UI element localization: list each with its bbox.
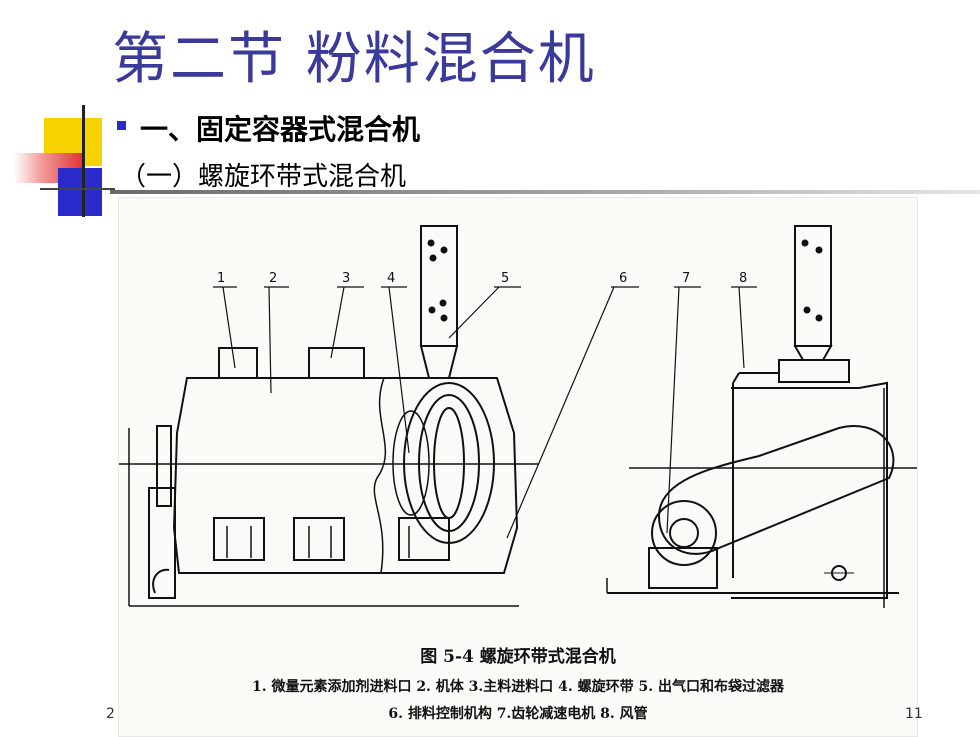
mixer-side-view bbox=[606, 225, 917, 608]
mixer-figure: 1 2 3 4 5 6 7 8 图 5-4 螺旋环带式混合机 1. 微量元素添加… bbox=[118, 197, 918, 737]
decor-blue-square bbox=[58, 168, 102, 216]
bullet-icon bbox=[117, 121, 126, 130]
callout-numbers: 1 2 3 4 5 6 7 8 bbox=[217, 271, 747, 286]
mixer-drawing: 1 2 3 4 5 6 7 8 bbox=[119, 225, 917, 608]
footer-date-fragment: 2 bbox=[106, 706, 115, 722]
callout-7: 7 bbox=[682, 271, 690, 286]
decor-horizontal-line bbox=[40, 188, 115, 190]
mixer-front-view bbox=[119, 225, 539, 607]
callout-1: 1 bbox=[217, 271, 225, 286]
heading-divider bbox=[110, 190, 980, 194]
callout-3: 3 bbox=[342, 271, 350, 286]
callout-2: 2 bbox=[269, 271, 277, 286]
figure-caption: 图 5-4 螺旋环带式混合机 bbox=[420, 647, 616, 667]
figure-legend-line-2: 6. 排料控制机构 7.齿轮减速电机 8. 风管 bbox=[388, 706, 648, 722]
decor-vertical-line bbox=[82, 105, 85, 217]
callout-4: 4 bbox=[387, 271, 395, 286]
callout-8: 8 bbox=[739, 271, 747, 286]
callout-6: 6 bbox=[619, 271, 627, 286]
page-number: 11 bbox=[905, 706, 923, 722]
section-heading: 一、固定容器式混合机 bbox=[140, 113, 421, 146]
callout-5: 5 bbox=[501, 271, 509, 286]
subsection-heading: （一）螺旋环带式混合机 bbox=[120, 162, 407, 192]
figure-legend-line-1: 1. 微量元素添加剂进料口 2. 机体 3.主料进料口 4. 螺旋环带 5. 出… bbox=[251, 679, 785, 695]
slide-title: 第二节 粉料混合机 bbox=[112, 27, 596, 92]
